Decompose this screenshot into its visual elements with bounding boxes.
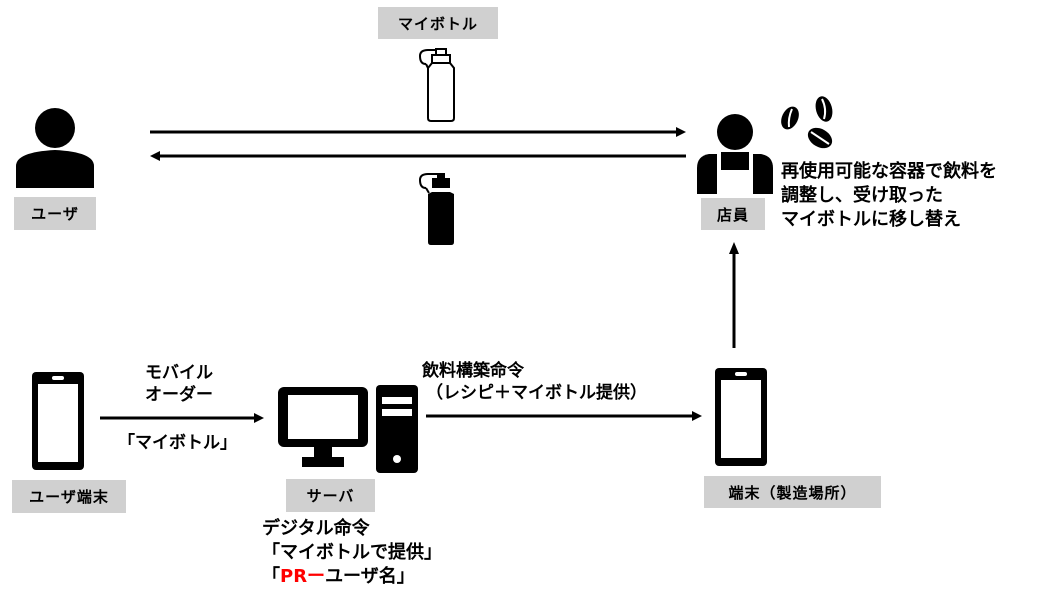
arrow-user-to-staff xyxy=(150,127,686,137)
user-device-label-text: ユーザ端末 xyxy=(29,488,109,506)
mobile-order-value: 「マイボトル」 xyxy=(118,433,237,453)
server-computer-icon xyxy=(278,385,418,473)
arrow-device-to-staff xyxy=(729,242,739,348)
user-label: ユーザ xyxy=(14,197,96,230)
staff-description-line-1: 再使用可能な容器で飲料を xyxy=(781,161,997,182)
build-command-line-2: （レシピ＋マイボトル提供） xyxy=(426,383,647,403)
staff-barista-icon xyxy=(697,114,773,194)
digital-command: デジタル命令 「マイボトルで提供」 「PRーユーザ名」 xyxy=(262,517,442,589)
staff-label-text: 店員 xyxy=(716,205,749,224)
empty-bottle-icon xyxy=(418,48,455,122)
arrow-user-device-to-server xyxy=(100,413,264,423)
digital-command-line-2: 「PRーユーザ名」 xyxy=(262,565,442,589)
server-label-text: サーバ xyxy=(306,487,355,505)
mobile-order-line-2: オーダー xyxy=(145,385,213,405)
pr-prefix-highlight: PRー xyxy=(280,566,326,587)
arrow-server-to-device xyxy=(426,411,702,421)
user-name-text: ユーザ名」 xyxy=(325,566,415,587)
staff-description-line-2: 調整し、受け取った xyxy=(781,185,943,206)
digital-command-title: デジタル命令 xyxy=(262,518,370,539)
mobile-order-line-1: モバイル xyxy=(145,363,213,383)
user-device-label: ユーザ端末 xyxy=(12,480,126,513)
arrow-staff-to-user xyxy=(150,151,686,161)
filled-bottle-icon xyxy=(418,173,454,245)
staff-label: 店員 xyxy=(701,198,765,230)
build-command-line-1: 飲料構築命令 xyxy=(422,361,524,381)
build-command-label: 飲料構築命令 （レシピ＋マイボトル提供） xyxy=(422,360,647,404)
coffee-beans-icon xyxy=(781,96,833,149)
server-label: サーバ xyxy=(286,479,375,512)
digital-command-line-1: 「マイボトルで提供」 xyxy=(262,542,442,563)
user-label-text: ユーザ xyxy=(31,205,79,223)
mobile-order-label: モバイル オーダー xyxy=(145,362,213,406)
staff-description: 再使用可能な容器で飲料を 調整し、受け取った マイボトルに移し替え xyxy=(781,160,997,232)
manufacturing-device-label-text: 端末（製造場所） xyxy=(728,483,857,502)
staff-description-line-3: マイボトルに移し替え xyxy=(781,209,961,230)
manufacturing-device-icon xyxy=(715,368,767,466)
manufacturing-device-label: 端末（製造場所） xyxy=(704,476,881,508)
user-smartphone-icon xyxy=(32,372,84,470)
user-person-icon xyxy=(16,108,94,188)
bracket-open: 「 xyxy=(262,566,280,587)
my-bottle-label: マイボトル xyxy=(378,7,498,39)
my-bottle-label-text: マイボトル xyxy=(397,14,478,33)
